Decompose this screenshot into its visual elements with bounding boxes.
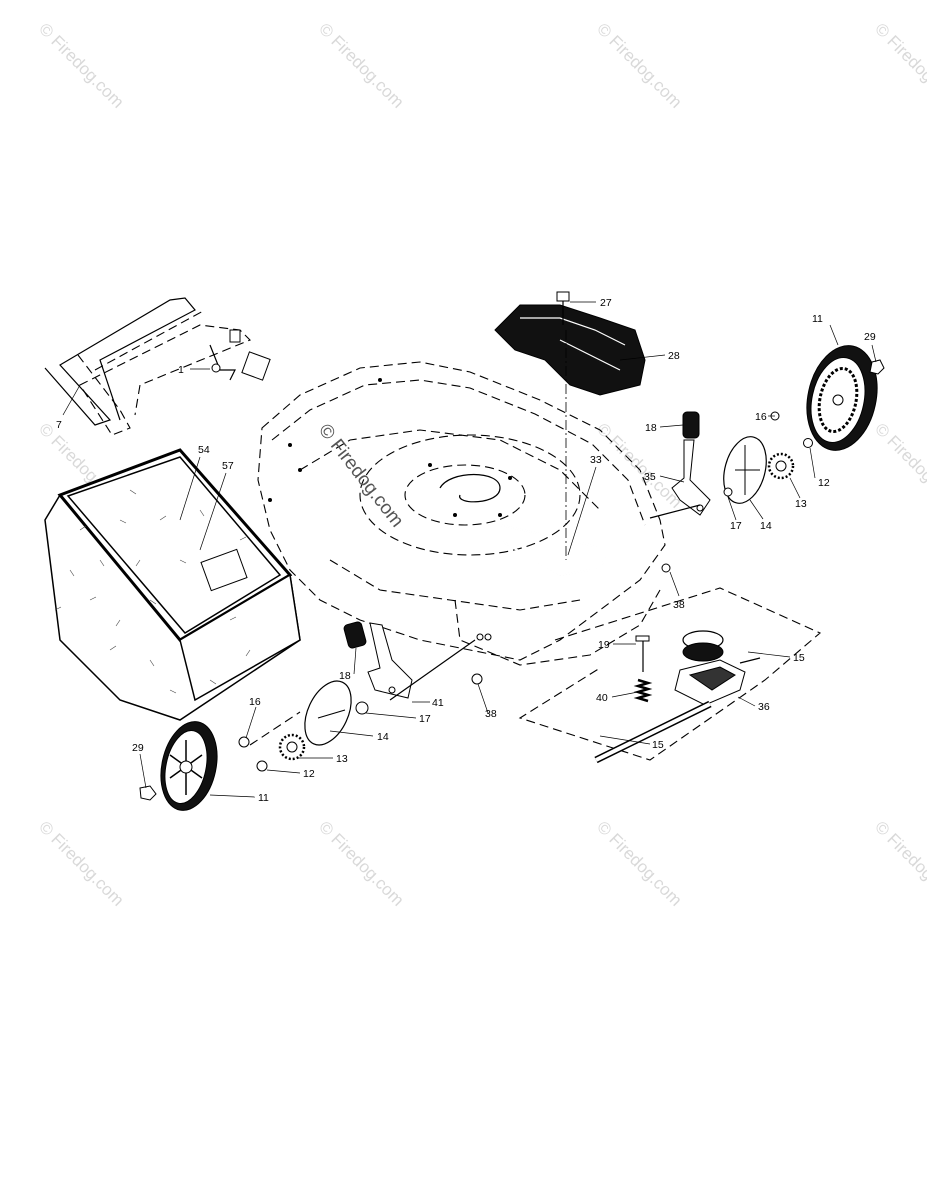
watermark: © Firedog.com: [871, 419, 927, 511]
left-wheel-hubcap: [304, 680, 352, 746]
callout: 54: [198, 444, 210, 456]
right-gear: [767, 452, 795, 480]
callout: 12: [818, 477, 830, 489]
bushing: [471, 673, 483, 685]
watermark: © Firedog.com: [871, 817, 927, 909]
watermark: © Firedog.com: [35, 19, 127, 111]
callout: 35: [644, 471, 656, 483]
callout: 33: [590, 454, 602, 466]
callout: 57: [222, 460, 234, 472]
callout: 15: [652, 739, 664, 751]
callout: 38: [485, 708, 497, 720]
bushing: [661, 563, 671, 573]
callout: 40: [596, 692, 608, 704]
front-left-wheel: [160, 721, 218, 811]
callout: 18: [645, 422, 657, 434]
washer: [355, 701, 369, 715]
callout: 17: [419, 713, 431, 725]
watermark: © Firedog.com: [35, 817, 127, 909]
grass-catcher: [44, 448, 301, 721]
washer: [803, 438, 813, 448]
right-wheel-hubcap: [723, 436, 767, 504]
belt-cover: [494, 304, 646, 396]
washer: [238, 736, 250, 748]
callout: 41: [432, 697, 444, 709]
callout: 1: [178, 364, 184, 376]
watermark: © Firedog.com: [593, 419, 685, 511]
callout: 14: [377, 731, 389, 743]
wheel-nut: [869, 359, 885, 375]
handle: [44, 297, 271, 436]
callout: 18: [339, 670, 351, 682]
callout: 14: [760, 520, 772, 532]
washer: [723, 487, 733, 497]
callout: 38: [673, 599, 685, 611]
callout: 27: [600, 297, 612, 309]
callout: 15: [793, 652, 805, 664]
center-watermark: © Firedog.com: [314, 420, 407, 531]
spring: [633, 678, 653, 703]
wheel-nut: [139, 785, 157, 801]
watermark: © Firedog.com: [315, 19, 407, 111]
washer: [256, 760, 268, 772]
callout: 29: [864, 331, 876, 343]
callout-labels: 27 28 11 29 1 7 16 18 33 35 12 13 17 14 …: [56, 297, 876, 804]
callout: 7: [56, 419, 62, 431]
rear-right-wheel: [806, 345, 878, 451]
transmission: [674, 630, 761, 706]
bolt: [635, 635, 650, 672]
callout: 16: [249, 696, 261, 708]
leader-lines: [62, 301, 877, 798]
callout: 12: [303, 768, 315, 780]
callout: 36: [758, 701, 770, 713]
callout: 13: [336, 753, 348, 765]
watermark: © Firedog.com: [315, 817, 407, 909]
mower-deck: [257, 361, 666, 666]
front-axle: [389, 639, 476, 701]
rear-axle: [649, 504, 701, 519]
callout: 17: [730, 520, 742, 532]
callout: 11: [812, 313, 823, 325]
watermark: © Firedog.com: [593, 19, 685, 111]
callout: 19: [598, 639, 610, 651]
watermark: © Firedog.com: [593, 817, 685, 909]
left-height-adjuster: [343, 621, 413, 699]
callout: 16: [755, 411, 767, 423]
callout: 29: [132, 742, 144, 754]
drive-belt: [499, 523, 606, 577]
callout: 11: [258, 792, 269, 804]
left-gear: [278, 733, 306, 761]
bolt: [556, 291, 570, 325]
watermark: © Firedog.com: [871, 19, 927, 111]
drive-shaft: [594, 700, 712, 764]
callout: 28: [668, 350, 680, 362]
callout: 13: [795, 498, 807, 510]
